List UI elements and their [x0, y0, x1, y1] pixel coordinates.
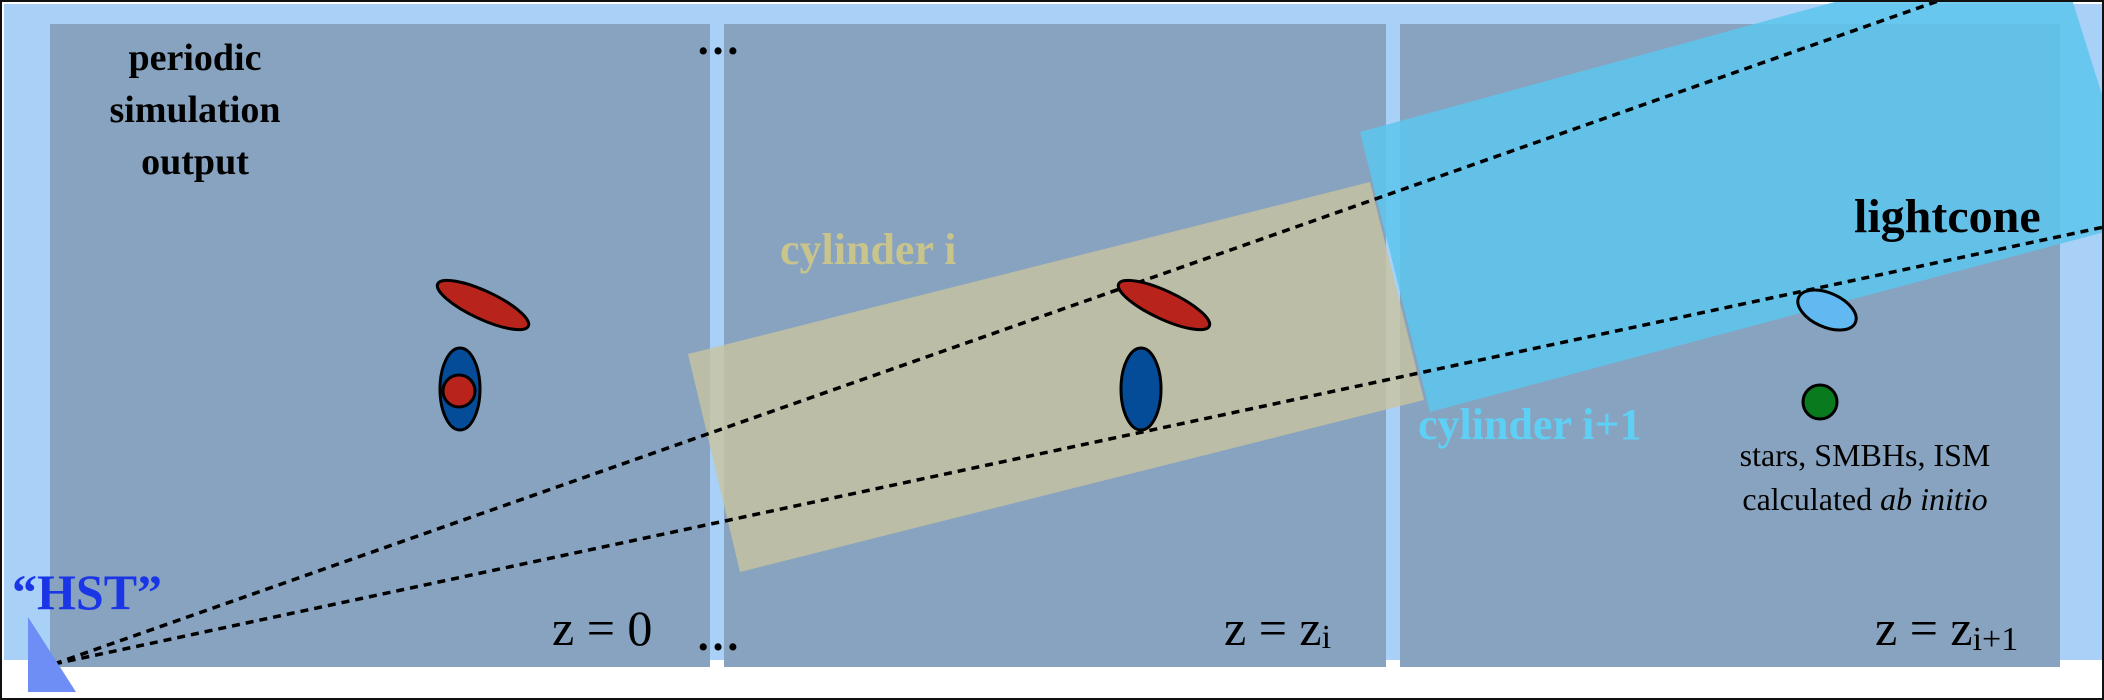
- hst-label: “HST”: [12, 564, 162, 620]
- periodic-label-line-3: output: [141, 141, 249, 183]
- green-galaxy-panel-3: [1801, 383, 1839, 421]
- stars-label-line-2: calculated ab initio: [1742, 481, 1987, 517]
- redshift-zi1-label: z = zi+1: [1875, 600, 2018, 658]
- redshift-zi-label: z = zi: [1224, 600, 1331, 656]
- cylinder-i-label: cylinder i: [780, 225, 956, 274]
- light-blue-galaxy-panel-3: [1796, 288, 1858, 332]
- redshift-z0-label: z = 0: [552, 600, 652, 656]
- ellipsis-bottom: …: [696, 611, 740, 660]
- red-galaxy-panel-1: [435, 278, 531, 332]
- red-core-panel-1: [441, 373, 477, 409]
- blue-galaxy-panel-2: [1119, 346, 1163, 432]
- red-galaxy-panel-2: [1116, 278, 1212, 332]
- redshift-zi-main: z = z: [1224, 600, 1322, 656]
- stars-label-italic: ab initio: [1880, 481, 1988, 517]
- simulation-panel-1: [50, 24, 710, 667]
- redshift-zi1-subscript: i+1: [1973, 621, 2019, 658]
- periodic-label-line-2: simulation: [109, 89, 280, 131]
- stars-label-prefix: calculated: [1742, 481, 1880, 517]
- lightcone-edge-upper: [53, 2, 1941, 666]
- cylinder-i-plus-1: [1360, 2, 2102, 412]
- periodic-label-line-1: periodic: [129, 37, 262, 79]
- lightcone-label: lightcone: [1854, 190, 2041, 243]
- redshift-zi-subscript: i: [1322, 619, 1331, 656]
- stars-label-line-1: stars, SMBHs, ISM: [1740, 437, 1991, 473]
- redshift-zi1-main: z = z: [1875, 600, 1973, 656]
- telescope-icon: [28, 617, 76, 692]
- cylinder-i: [688, 182, 1424, 572]
- cylinder-i-plus-1-label: cylinder i+1: [1418, 400, 1641, 449]
- ellipsis-top: …: [696, 15, 740, 64]
